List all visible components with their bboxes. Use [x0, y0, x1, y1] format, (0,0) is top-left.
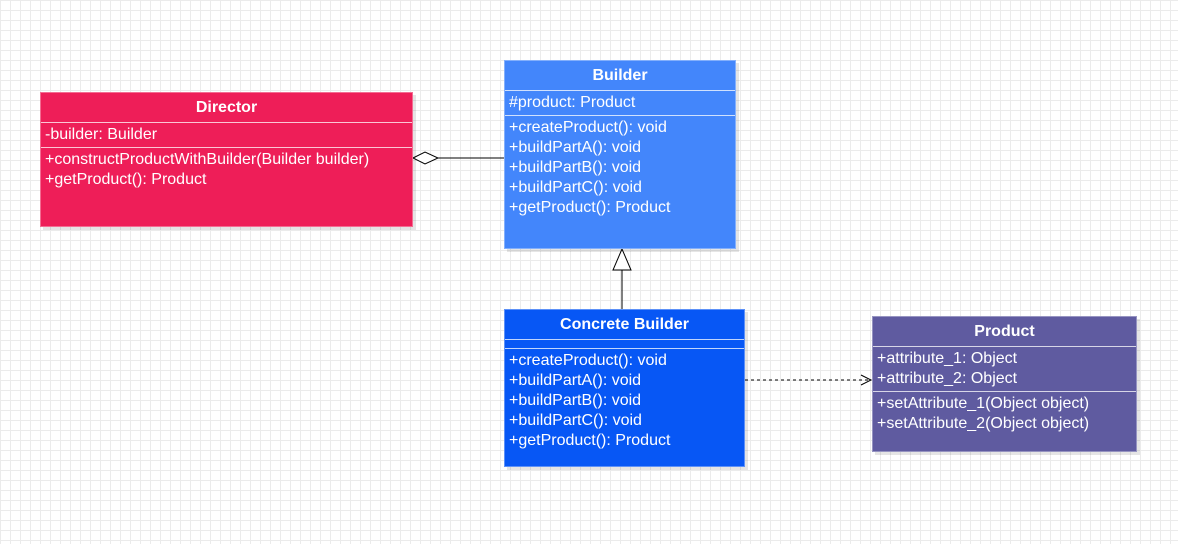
product-operation: +setAttribute_2(Object object) — [877, 415, 1090, 432]
product-class[interactable]: Product +attribute_1: Object +attribute_… — [872, 316, 1137, 452]
builder-class[interactable]: Builder #product: Product +createProduct… — [504, 60, 736, 249]
builder-attribute: #product: Product — [509, 94, 636, 111]
product-attribute: +attribute_1: Object — [877, 350, 1018, 367]
builder-operation: +buildPartC(): void — [509, 179, 642, 196]
dependency-arrowhead — [860, 374, 873, 386]
concrete-builder-operation: +buildPartA(): void — [509, 372, 642, 389]
builder-attributes: #product: Product — [505, 91, 735, 116]
generalization-arrowhead — [612, 247, 632, 271]
aggregation-diamond — [411, 151, 440, 165]
product-operation: +setAttribute_1(Object object) — [877, 395, 1090, 412]
director-class-name: Director — [41, 93, 412, 123]
concrete-builder-operations: +createProduct(): void +buildPartA(): vo… — [505, 349, 744, 453]
concrete-builder-operation: +getProduct(): Product — [509, 432, 671, 449]
director-class[interactable]: Director -builder: Builder +constructPro… — [40, 92, 413, 227]
builder-operation: +createProduct(): void — [509, 119, 667, 136]
director-operation: +getProduct(): Product — [45, 171, 207, 188]
builder-operation: +getProduct(): Product — [509, 199, 671, 216]
director-operations: +constructProductWithBuilder(Builder bui… — [41, 148, 412, 192]
product-attribute: +attribute_2: Object — [877, 370, 1018, 387]
director-attributes: -builder: Builder — [41, 123, 412, 148]
concrete-builder-attributes — [505, 340, 744, 349]
concrete-builder-operation: +buildPartB(): void — [509, 392, 642, 409]
concrete-builder-class-name: Concrete Builder — [505, 310, 744, 340]
product-operations: +setAttribute_1(Object object) +setAttri… — [873, 392, 1136, 436]
concrete-builder-class[interactable]: Concrete Builder +createProduct(): void … — [504, 309, 745, 467]
concrete-builder-operation: +createProduct(): void — [509, 352, 667, 369]
product-class-name: Product — [873, 317, 1136, 347]
concrete-builder-operation: +buildPartC(): void — [509, 412, 642, 429]
builder-operation: +buildPartA(): void — [509, 139, 642, 156]
builder-operations: +createProduct(): void +buildPartA(): vo… — [505, 116, 735, 220]
builder-class-name: Builder — [505, 61, 735, 91]
director-attribute: -builder: Builder — [45, 126, 158, 143]
product-attributes: +attribute_1: Object +attribute_2: Objec… — [873, 347, 1136, 392]
builder-operation: +buildPartB(): void — [509, 159, 642, 176]
director-operation: +constructProductWithBuilder(Builder bui… — [45, 151, 370, 168]
